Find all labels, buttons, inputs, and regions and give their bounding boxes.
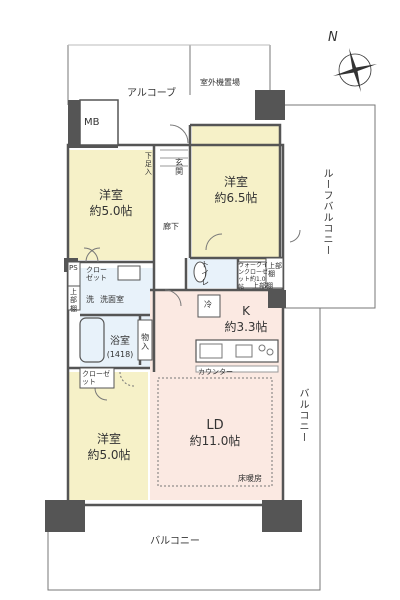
outdoor-unit-label: 室外機置場 xyxy=(200,78,240,87)
shoe-cabinet-label: 下足入 xyxy=(144,152,153,176)
room-sw-size: 約5.0帖 xyxy=(87,448,131,462)
ld-label: LD xyxy=(206,418,224,433)
north-label: N xyxy=(328,30,338,45)
closet-top-label: クローゼット xyxy=(86,266,107,283)
room-sw-fill xyxy=(68,372,148,500)
closet-sw-label: クローゼット xyxy=(82,370,110,387)
room-ne-fill xyxy=(192,125,280,260)
roof-balcony-label: ルーフバルコニー xyxy=(321,168,332,256)
ps-label: PS xyxy=(69,264,78,272)
room-nw-size: 約5.0帖 xyxy=(89,204,133,218)
counter-label: カウンター xyxy=(198,368,233,376)
toilet-label: トイレ xyxy=(200,260,210,287)
washroom-label: 洗面室 xyxy=(100,295,124,304)
room-sw-name: 洋室 xyxy=(96,432,122,446)
bathroom-size: (1418) xyxy=(106,350,134,359)
laundry-label: 洗 xyxy=(86,295,94,304)
fridge-label: 冷 xyxy=(204,300,212,309)
room-ne-name: 洋室 xyxy=(223,175,249,189)
floor-heating-label: 床暖房 xyxy=(238,474,262,483)
upper-shelf-3-label: 上部棚 xyxy=(70,288,77,313)
balcony-bottom-label: バルコニー xyxy=(150,536,200,547)
upper-shelf-2-label: 上部棚 xyxy=(252,282,273,290)
bathroom-label: 浴室 xyxy=(110,336,130,347)
north-compass-icon xyxy=(333,48,377,92)
corridor-label: 廊下 xyxy=(163,222,179,231)
walk-in-closet-label: ウォークインクローゼット約1.0帖 xyxy=(238,262,269,291)
room-nw-name: 洋室 xyxy=(98,188,124,202)
entrance-label: 玄関 xyxy=(174,158,184,176)
upper-shelf-1-label: 上部棚 xyxy=(268,262,282,279)
room-nw-fill xyxy=(68,150,154,260)
storage-label: 物入 xyxy=(140,333,150,351)
mb-label: MB xyxy=(84,117,100,128)
ld-size: 約11.0帖 xyxy=(189,434,241,448)
room-ne-size: 約6.5帖 xyxy=(214,191,258,205)
kitchen-size: 約3.3帖 xyxy=(224,320,268,334)
balcony-side-label: バルコニー xyxy=(297,388,308,443)
ld-fill xyxy=(150,290,283,500)
kitchen-label: K xyxy=(242,304,250,318)
alcove-label: アルコーブ xyxy=(127,88,177,99)
